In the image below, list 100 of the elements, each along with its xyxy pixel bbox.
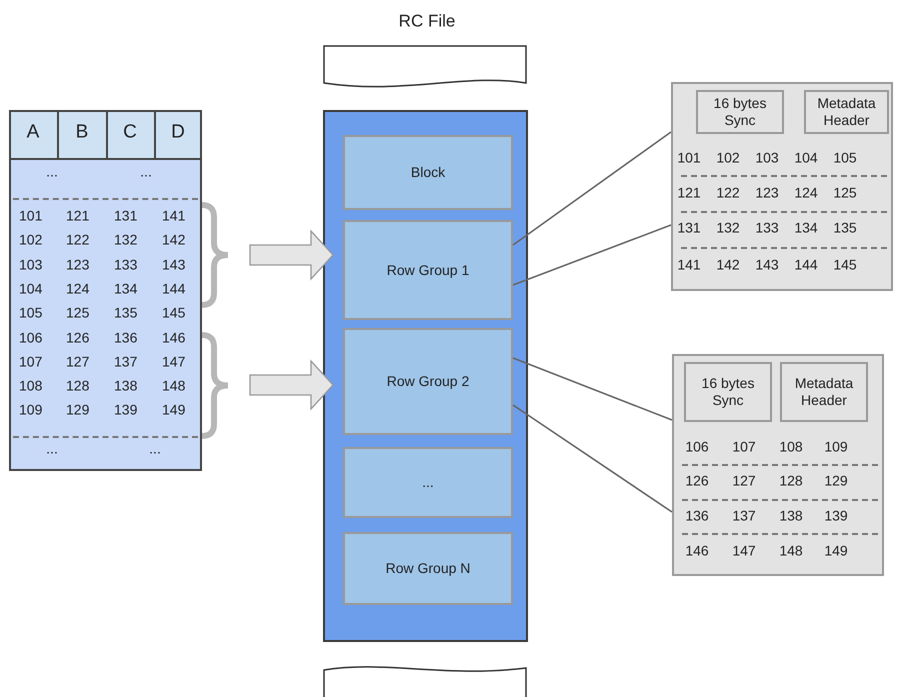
column-header: D	[171, 122, 185, 144]
cell-value: 126	[66, 330, 90, 346]
cell-value: 146	[685, 543, 709, 559]
cell-value: 138	[779, 508, 803, 524]
cell-value: 102	[716, 150, 740, 166]
cell-value: 104	[19, 281, 42, 297]
cell-value: 132	[716, 220, 740, 236]
cell-value: 144	[162, 281, 186, 297]
cell-value: 101	[677, 150, 701, 166]
ellipsis: ...	[149, 441, 161, 457]
cell-value: 109	[824, 439, 848, 455]
cell-value: 136	[114, 330, 138, 346]
header-box	[696, 90, 784, 134]
cell-value: 103	[755, 150, 779, 166]
header-box	[684, 362, 772, 422]
cell-value: 141	[677, 257, 701, 273]
row-group-label: Row Group N	[386, 560, 470, 577]
cell-value: 134	[114, 281, 138, 297]
cell-value: 145	[162, 306, 186, 321]
cell-value: 108	[779, 439, 803, 455]
ellipsis: ...	[46, 441, 58, 457]
cell-value: 106	[19, 330, 42, 346]
cell-value: 135	[114, 306, 138, 321]
cell-value: 122	[66, 232, 90, 248]
cell-value: 148	[779, 543, 803, 559]
cell-value: 125	[66, 306, 90, 321]
cell-value: 142	[162, 232, 186, 248]
cell-value: 143	[755, 257, 779, 273]
cell-value: 125	[833, 185, 857, 201]
cell-value: 143	[162, 256, 186, 272]
cell-value: 138	[114, 378, 138, 394]
cell-value: 121	[677, 185, 701, 201]
row-group-label: ...	[422, 474, 434, 491]
cell-value: 149	[162, 402, 186, 418]
cell-value: 133	[755, 220, 779, 236]
cell-value: 123	[66, 256, 90, 272]
cell-value: 146	[162, 330, 186, 346]
file-block	[323, 110, 528, 642]
block-arrow	[249, 229, 334, 281]
diagram-title: RC File	[398, 12, 456, 32]
cell-value: 129	[824, 473, 848, 489]
row-group-label: Row Group 2	[386, 373, 470, 390]
cell-value: 147	[732, 543, 756, 559]
cell-value: 149	[824, 543, 848, 559]
column-store-panel	[671, 82, 893, 291]
cell-value: 124	[66, 281, 90, 297]
cell-value: 147	[162, 354, 186, 370]
cell-value: 131	[114, 208, 138, 224]
cell-value: 137	[732, 508, 756, 524]
cell-value: 139	[114, 402, 138, 418]
header-label: 16 bytes Sync	[700, 375, 756, 409]
column-store-panel	[672, 354, 884, 576]
cell-value: 128	[66, 378, 90, 394]
row-group-label: Row Group 1	[386, 262, 470, 278]
column-header: A	[26, 122, 40, 144]
cell-value: 131	[677, 220, 701, 236]
row-group-box	[343, 447, 513, 518]
cell-value: 104	[794, 150, 818, 166]
cell-value: 123	[755, 185, 779, 201]
header-box	[780, 362, 868, 422]
cell-value: 124	[794, 185, 818, 201]
cell-value: 132	[114, 232, 138, 248]
cell-value: 145	[833, 257, 857, 273]
cell-value: 136	[685, 508, 709, 524]
header-label: Metadata Header	[794, 375, 854, 409]
cell-value: 135	[833, 220, 857, 236]
cell-value: 102	[19, 232, 42, 248]
row-group-box	[343, 328, 513, 435]
row-group-box	[343, 135, 513, 210]
cell-value: 141	[162, 208, 186, 224]
cell-value: 106	[685, 439, 709, 455]
cell-value: 142	[716, 257, 740, 273]
header-label: Metadata Header	[816, 95, 876, 129]
data-table	[9, 110, 202, 471]
cell-value: 126	[685, 473, 709, 489]
cell-value: 129	[66, 402, 90, 418]
column-header: B	[76, 122, 88, 144]
block-arrow	[249, 359, 334, 411]
cell-value: 103	[19, 256, 42, 272]
connector-line	[512, 404, 672, 513]
cell-value: 121	[66, 208, 90, 224]
cell-value: 108	[19, 378, 42, 394]
row-group-label: Block	[410, 164, 446, 181]
cell-value: 127	[66, 354, 90, 370]
connector-line	[512, 131, 672, 246]
cell-value: 107	[732, 439, 756, 455]
cell-value: 139	[824, 508, 848, 524]
ellipsis: ...	[46, 164, 58, 180]
cell-value: 133	[114, 256, 138, 272]
cell-value: 127	[732, 473, 756, 489]
row-group-box	[343, 532, 513, 605]
row-group-box	[343, 220, 513, 320]
cell-value: 137	[114, 354, 138, 370]
cell-value: 101	[19, 208, 42, 224]
cell-value: 105	[19, 306, 42, 321]
cell-value: 134	[794, 220, 818, 236]
cell-value: 109	[19, 402, 42, 418]
header-box	[804, 90, 889, 134]
ellipsis: ...	[140, 164, 152, 180]
cell-value: 105	[833, 150, 857, 166]
